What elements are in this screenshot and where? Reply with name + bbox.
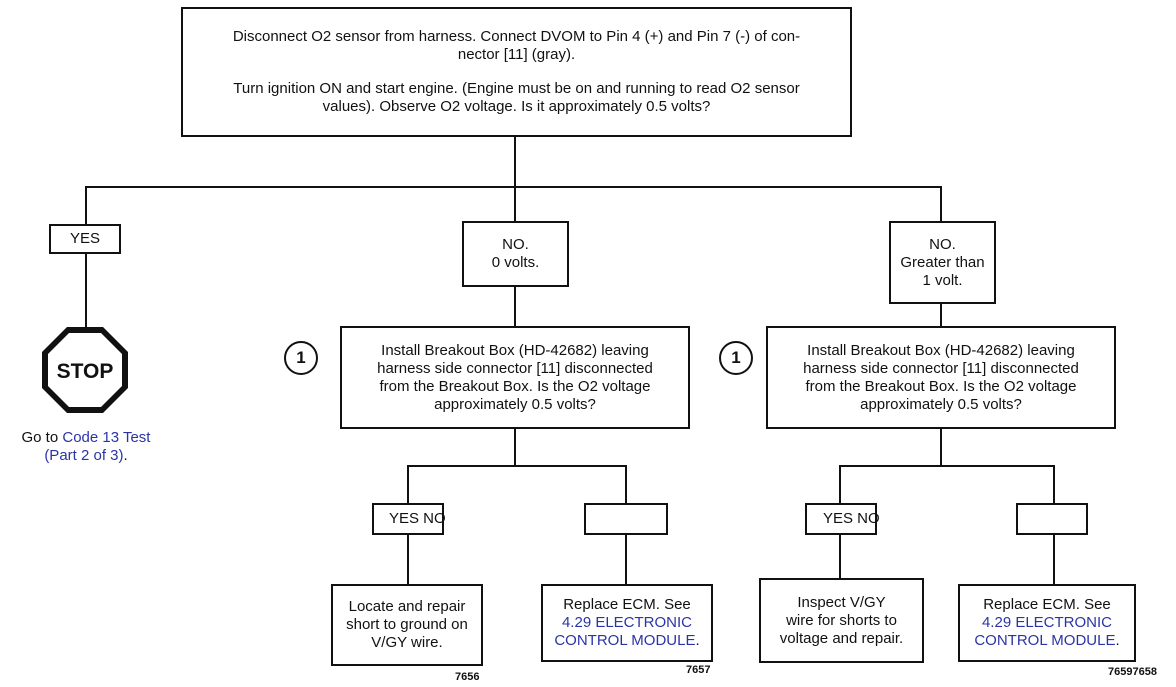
- connector-top-horizontal: [85, 186, 941, 188]
- right-result-line-3: voltage and repair.: [779, 629, 904, 647]
- connector-right-no-result: [1053, 534, 1055, 585]
- electronic-control-module-link-middle-part[interactable]: CONTROL MODULE: [554, 632, 696, 649]
- stop-caption-prefix: Go to: [21, 429, 63, 446]
- yes-no-label-middle: YES NO: [389, 510, 446, 527]
- breakout-right-line-2: harness side connector [11] disconnected: [803, 359, 1079, 377]
- branch-no-greater-than-one-volt: NO. Greater than 1 volt.: [889, 221, 996, 304]
- stop-caption: Go to Code 13 Test (Part 2 of 3).: [0, 429, 172, 465]
- branch-no-greater-line-3: 1 volt.: [922, 271, 963, 289]
- top-box-line-1: Disconnect O2 sensor from harness. Conne…: [232, 28, 801, 45]
- branch-yes-label: YES: [49, 224, 121, 254]
- code-13-test-link-part[interactable]: (Part 2 of 3): [44, 447, 124, 464]
- yes-label-box-middle: [372, 503, 444, 535]
- connector-nogt-down: [940, 186, 942, 222]
- breakout-right-line-4: approximately 0.5 volts?: [860, 395, 1022, 413]
- breakout-right-line-1: Install Breakout Box (HD-42682) leaving: [807, 341, 1075, 359]
- connector-right-down: [940, 428, 942, 466]
- left-result-line-2: short to ground on: [346, 616, 468, 633]
- branch-no-zero-line-1: NO.: [502, 236, 529, 253]
- step-marker-right: 1: [719, 341, 753, 375]
- top-box-line-2: nector [11] (gray).: [457, 46, 576, 63]
- branch-no-zero-volts: NO. 0 volts.: [462, 221, 569, 287]
- connector-right-yes-down: [839, 465, 841, 504]
- branch-no-greater-line-2: Greater than: [900, 253, 985, 271]
- connector-yes-stop: [85, 253, 87, 327]
- left-result-line-3: V/GY wire.: [371, 634, 443, 651]
- step-marker-middle: 1: [284, 341, 318, 375]
- electronic-control-module-link-middle[interactable]: 4.29 ELECTRONIC: [561, 614, 693, 631]
- code-13-test-link[interactable]: Code 13 Test: [62, 429, 151, 446]
- yes-label-box-right: [805, 503, 877, 535]
- connector-nogt-box: [940, 303, 942, 327]
- right-result-line-1: Inspect V/GY: [797, 593, 886, 611]
- result-repair-short-to-ground: Locate and repair short to ground on V/G…: [331, 584, 483, 666]
- connector-yes-down: [85, 186, 87, 226]
- breakout-box-question-middle: Install Breakout Box (HD-42682) leaving …: [340, 326, 690, 429]
- connector-right-yes-result: [839, 534, 841, 579]
- connector-right-horizontal: [839, 465, 1055, 467]
- branch-no-greater-line-1: NO.: [929, 235, 956, 253]
- connector-right-no-down: [1053, 465, 1055, 504]
- breakout-middle-line-2: harness side connector [11] disconnected: [377, 359, 653, 377]
- breakout-middle-line-4: approximately 0.5 volts?: [434, 395, 596, 413]
- connector-mid-no-down: [625, 465, 627, 504]
- connector-no0-box: [514, 286, 516, 327]
- top-box-line-3: Turn ignition ON and start engine. (Engi…: [233, 80, 800, 97]
- stop-sign-text: STOP: [57, 360, 114, 383]
- branch-no-zero-line-2: 0 volts.: [491, 254, 540, 271]
- result-inspect-vgy-wire: Inspect V/GY wire for shorts to voltage …: [759, 578, 924, 663]
- replace-ecm-right-line-1: Replace ECM. See: [983, 596, 1111, 613]
- connector-mid-horizontal: [407, 465, 627, 467]
- top-decision-box: Disconnect O2 sensor from harness. Conne…: [181, 7, 852, 137]
- result-replace-ecm-right: Replace ECM. See 4.29 ELECTRONIC CONTROL…: [958, 584, 1136, 662]
- connector-mid-yes-down: [407, 465, 409, 504]
- connector-no0-down: [514, 186, 516, 222]
- left-result-line-1: Locate and repair: [348, 598, 466, 615]
- yes-no-label-right: YES NO: [823, 510, 880, 527]
- breakout-middle-line-1: Install Breakout Box (HD-42682) leaving: [381, 341, 649, 359]
- electronic-control-module-link-right[interactable]: 4.29 ELECTRONIC: [981, 614, 1113, 631]
- breakout-middle-line-3: from the Breakout Box. Is the O2 voltage: [379, 377, 651, 395]
- no-label-box-right: [1016, 503, 1088, 535]
- stop-caption-suffix: .: [123, 447, 128, 464]
- breakout-right-line-3: from the Breakout Box. Is the O2 voltage: [805, 377, 1077, 395]
- stop-sign-icon: STOP: [42, 327, 128, 413]
- connector-mid-down: [514, 428, 516, 466]
- breakout-box-question-right: Install Breakout Box (HD-42682) leaving …: [766, 326, 1116, 429]
- replace-ecm-middle-suffix: .: [695, 632, 700, 649]
- figure-id-7656: 7656: [455, 671, 480, 683]
- result-replace-ecm-middle: Replace ECM. See 4.29 ELECTRONIC CONTROL…: [541, 584, 713, 662]
- right-result-line-2: wire for shorts to: [786, 611, 897, 629]
- top-box-line-4: values). Observe O2 voltage. Is it appro…: [322, 98, 711, 115]
- figure-id-76597658: 76597658: [1108, 666, 1157, 678]
- connector-mid-yes-result: [407, 534, 409, 585]
- connector-top-down: [514, 136, 516, 187]
- replace-ecm-middle-line-1: Replace ECM. See: [563, 596, 691, 613]
- electronic-control-module-link-right-part[interactable]: CONTROL MODULE: [974, 632, 1116, 649]
- connector-mid-no-result: [625, 534, 627, 585]
- no-label-box-middle: [584, 503, 668, 535]
- figure-id-7657: 7657: [686, 664, 711, 676]
- replace-ecm-right-suffix: .: [1115, 632, 1120, 649]
